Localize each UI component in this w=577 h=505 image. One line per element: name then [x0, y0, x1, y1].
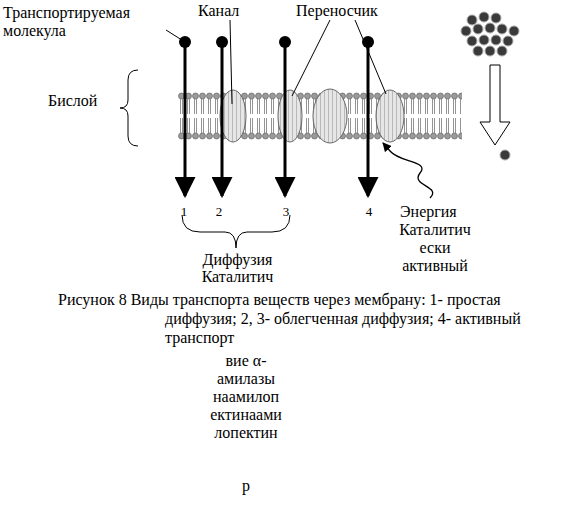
leader-line	[230, 20, 232, 104]
molecule	[485, 46, 495, 56]
label: вие α- амилазы наамилоп ектинаами лопект…	[205, 352, 287, 442]
transport-arrow	[221, 42, 224, 196]
bracket	[120, 70, 138, 146]
molecule	[485, 23, 495, 33]
molecule	[467, 15, 477, 25]
molecule	[509, 26, 519, 36]
leader-line	[355, 20, 386, 94]
energy-arrow	[383, 143, 433, 198]
leader-line	[292, 20, 330, 96]
molecule	[479, 12, 489, 22]
label: Каталитич ески активный	[395, 221, 475, 275]
membrane-protein	[313, 89, 347, 143]
figure-caption: Рисунок 8 Виды транспорта веществ через …	[165, 290, 557, 347]
molecule	[497, 24, 507, 34]
label: р	[238, 477, 254, 495]
callout-number: 3	[278, 203, 294, 221]
brace	[182, 215, 290, 248]
leader-line	[166, 30, 185, 42]
molecule	[467, 36, 477, 46]
molecule	[497, 46, 507, 56]
transport-arrow	[367, 42, 370, 196]
label: Канал	[198, 2, 258, 20]
molecule	[473, 46, 483, 56]
transport-arrow	[284, 42, 287, 196]
label: Энергия	[400, 203, 480, 221]
carrier-protein	[278, 90, 302, 142]
callout-number: 1	[176, 203, 192, 221]
label: Каталитич	[190, 268, 285, 286]
molecule	[503, 36, 513, 46]
molecule	[491, 13, 501, 23]
molecule	[500, 150, 510, 160]
channel-protein	[220, 90, 246, 142]
transport-arrow	[184, 42, 187, 196]
carrier-protein	[376, 90, 404, 142]
molecule	[216, 36, 228, 48]
label: Транспортируемая молекула	[3, 4, 178, 40]
hollow-arrow	[480, 65, 510, 145]
molecule	[479, 35, 489, 45]
molecule	[491, 35, 501, 45]
molecule	[473, 24, 483, 34]
molecule	[279, 36, 291, 48]
molecule	[461, 26, 471, 36]
label: Переносчик	[296, 2, 411, 20]
callout-number: 2	[211, 203, 227, 221]
callout-number: 4	[361, 203, 377, 221]
label: Бислой	[48, 92, 118, 110]
label: Диффузия	[190, 251, 285, 269]
